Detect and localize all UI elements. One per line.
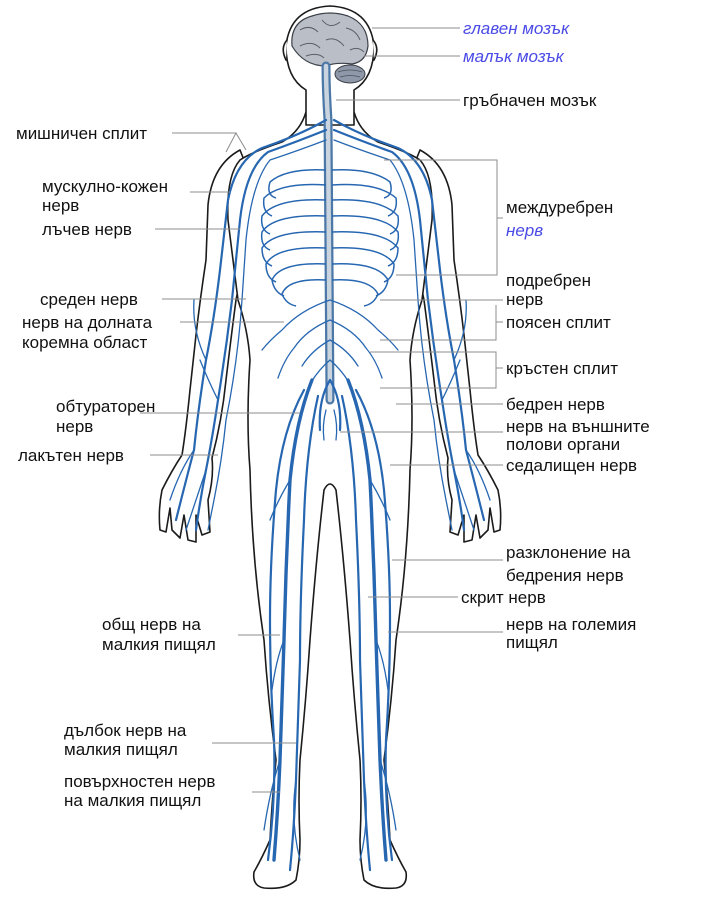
label-subcostal-line1: подребрен xyxy=(506,271,591,290)
label-sacral-plexus: кръстен сплит xyxy=(506,359,618,378)
label-lumbar-plexus: поясен сплит xyxy=(506,313,611,332)
label-iliohypogastric-line2: коремна област xyxy=(22,333,148,352)
label-subcostal-line2: нерв xyxy=(506,290,543,309)
label-brachial-plexus: мишничен сплит xyxy=(16,124,147,143)
label-brain[interactable]: главен мозък xyxy=(463,19,570,38)
label-pudendal-line2: полови органи xyxy=(506,435,620,454)
arm-nerves xyxy=(169,118,491,532)
spinal-cord xyxy=(321,61,335,405)
label-cerebellum[interactable]: малък мозък xyxy=(463,47,565,66)
label-superficial-peroneal-line1: повърхностен нерв xyxy=(64,772,215,791)
torso-legs-outline xyxy=(226,111,434,890)
label-obturator-line2: нерв xyxy=(56,417,93,436)
label-tibial-line2: пищял xyxy=(506,633,558,652)
label-superficial-peroneal-line2: на малкия пищял xyxy=(64,791,201,810)
label-spinal-cord: гръбначен мозък xyxy=(463,91,597,110)
labels: главен мозък малък мозък гръбначен мозък… xyxy=(16,19,650,810)
nerve-network xyxy=(169,118,491,872)
leg-nerves xyxy=(263,378,397,872)
leader-lines xyxy=(140,27,503,793)
label-sciatic: седалищен нерв xyxy=(506,456,637,475)
label-musculocutaneous-line2: нерв xyxy=(42,196,79,215)
label-tibial-line1: нерв на големия xyxy=(506,615,636,634)
label-median: среден нерв xyxy=(40,290,138,309)
label-pudendal-line1: нерв на външните xyxy=(506,417,650,436)
label-common-peroneal-line2: малкия пищял xyxy=(102,635,216,654)
cerebrum xyxy=(291,12,369,67)
label-intercostal-line2[interactable]: нерв xyxy=(506,221,543,240)
plexus-nerves xyxy=(261,299,399,441)
label-radial: лъчев нерв xyxy=(42,220,132,239)
cerebellum-shape xyxy=(334,64,366,84)
label-common-peroneal-line1: общ нерв на xyxy=(102,615,201,634)
label-ulnar: лакътен нерв xyxy=(18,446,124,465)
ear-outline xyxy=(282,39,378,61)
right-arm-outline xyxy=(158,149,253,543)
label-deep-peroneal-line1: дълбок нерв на xyxy=(64,721,187,740)
label-saphenous: скрит нерв xyxy=(461,588,546,607)
left-arm-outline xyxy=(407,149,502,543)
intercostal-nerves xyxy=(260,169,400,307)
label-femoral-branches-line2: бедрения нерв xyxy=(506,566,624,585)
label-iliohypogastric-line1: нерв на долната xyxy=(22,313,153,332)
label-femoral: бедрен нерв xyxy=(506,395,605,414)
label-intercostal-line1: междуребрен xyxy=(506,198,613,217)
label-musculocutaneous-line1: мускулно-кожен xyxy=(42,177,168,196)
label-obturator-line1: обтураторен xyxy=(56,397,155,416)
label-femoral-branches-line1: разклонение на xyxy=(506,543,631,562)
label-deep-peroneal-line2: малкия пищял xyxy=(64,740,178,759)
